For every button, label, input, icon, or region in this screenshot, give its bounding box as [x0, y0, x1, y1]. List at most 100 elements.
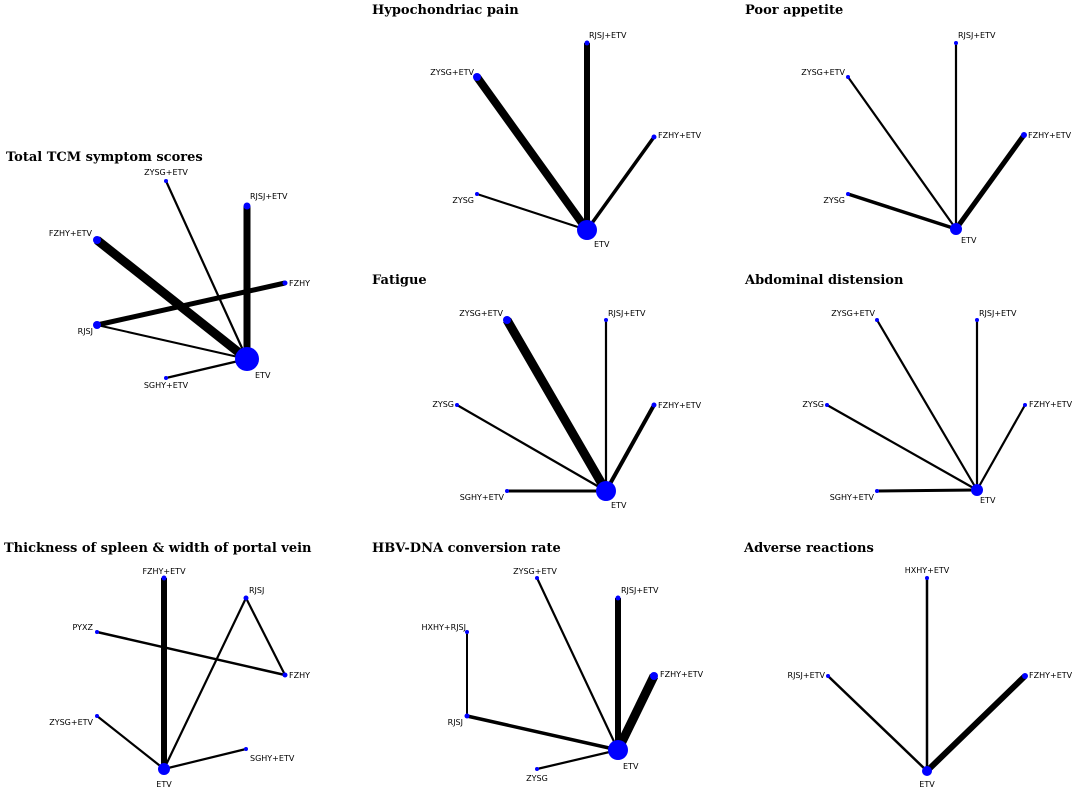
node-label-rjsj-plus-etv: RJSJ+ETV	[958, 31, 996, 40]
node-label-rjsj-plus-etv: RJSJ+ETV	[979, 309, 1017, 318]
node-rjsj	[243, 595, 249, 601]
node-label-rjsj-plus-etv: RJSJ+ETV	[621, 586, 659, 595]
node-label-zysg-plus-etv: ZYSG+ETV	[459, 309, 503, 318]
node-label-rjsj-plus-etv: RJSJ+ETV	[788, 671, 826, 680]
node-zysg	[535, 767, 539, 771]
edge-rjsj-plus-etv-to-etv	[827, 675, 928, 772]
edge-sghy-plus-etv-to-etv	[876, 488, 978, 493]
node-label-etv: ETV	[156, 780, 172, 789]
panel-title: HBV-DNA conversion rate	[372, 541, 561, 556]
node-sghy-plus-etv	[505, 489, 509, 493]
panel-spleen-portal-vein: Thickness of spleen & width of portal ve…	[4, 541, 312, 789]
panel-title: Poor appetite	[745, 3, 843, 18]
node-label-zysg-plus-etv: ZYSG+ETV	[513, 567, 557, 576]
node-zysg-plus-etv	[535, 576, 539, 580]
node-label-zysg: ZYSG	[526, 774, 548, 783]
node-label-fzhy-plus-etv: FZHY+ETV	[660, 670, 704, 679]
node-label-zysg-plus-etv: ZYSG+ETV	[801, 68, 845, 77]
node-sghy-plus-etv	[164, 376, 168, 380]
node-label-zysg-plus-etv: ZYSG+ETV	[49, 718, 93, 727]
edge-zysg-plus-etv-to-etv	[503, 317, 610, 494]
node-hxhy-plus-etv	[925, 576, 929, 580]
node-rjsj	[464, 713, 470, 719]
edge-rjsj-to-fzhy	[96, 280, 286, 328]
node-rjsj-plus-etv	[975, 318, 979, 322]
edge-fzhy-plus-etv-to-etv	[585, 135, 656, 232]
panel-title: Total TCM symptom scores	[6, 150, 203, 165]
node-sghy-plus-etv	[875, 489, 879, 493]
node-label-etv: ETV	[623, 762, 639, 771]
node-zysg-plus-etv	[95, 714, 99, 718]
node-zysg	[455, 403, 459, 407]
node-etv	[577, 220, 597, 240]
edge-zysg-plus-etv-to-etv	[164, 180, 249, 360]
node-fzhy-plus-etv	[651, 402, 657, 408]
node-label-rjsj: RJSJ	[448, 718, 463, 727]
node-etv	[596, 481, 616, 501]
node-fzhy-plus-etv	[1023, 403, 1027, 407]
node-zysg-plus-etv	[875, 318, 879, 322]
edge-fzhy-plus-etv-to-etv	[613, 674, 659, 752]
node-pyxz	[95, 630, 99, 634]
edge-zysg-to-etv	[536, 748, 619, 771]
edge-rjsj-to-etv	[163, 597, 247, 770]
node-etv	[608, 740, 628, 760]
node-label-etv: ETV	[255, 371, 271, 380]
node-label-fzhy: FZHY	[289, 671, 310, 680]
node-label-fzhy: FZHY	[289, 279, 310, 288]
edge-fzhy-plus-etv-to-etv	[94, 236, 250, 363]
node-label-rjsj-plus-etv: RJSJ+ETV	[608, 309, 646, 318]
node-fzhy-plus-etv	[1021, 132, 1027, 138]
node-label-hxhy-plus-rjsj: HXHY+RJSJ	[422, 623, 466, 632]
node-label-fzhy-plus-etv: FZHY+ETV	[1028, 131, 1072, 140]
panel-title: Abdominal distension	[744, 273, 904, 288]
edge-zysg-to-etv	[847, 192, 957, 231]
node-fzhy-plus-etv	[1022, 673, 1028, 679]
node-rjsj-plus-etv	[826, 674, 830, 678]
node-zysg-plus-etv	[473, 73, 481, 81]
node-label-sghy-plus-etv: SGHY+ETV	[250, 754, 295, 763]
node-fzhy-plus-etv	[650, 672, 658, 680]
node-label-fzhy-plus-etv: FZHY+ETV	[1029, 671, 1072, 680]
edge-fzhy-plus-etv-to-etv	[604, 404, 656, 492]
node-label-zysg-plus-etv: ZYSG+ETV	[831, 309, 875, 318]
node-label-fzhy-plus-etv: FZHY+ETV	[658, 401, 702, 410]
node-label-hxhy-plus-etv: HXHY+ETV	[905, 566, 950, 575]
node-label-etv: ETV	[961, 236, 977, 245]
node-rjsj	[93, 321, 101, 329]
node-label-zysg: ZYSG	[802, 400, 824, 409]
node-zysg	[475, 192, 479, 196]
edge-zysg-plus-etv-to-etv	[473, 74, 591, 233]
node-rjsj-plus-etv	[954, 41, 958, 45]
node-sghy-plus-etv	[244, 747, 248, 751]
node-label-zysg: ZYSG	[823, 196, 845, 205]
node-rjsj-plus-etv	[604, 318, 608, 322]
node-label-rjsj: RJSJ	[249, 586, 264, 595]
edge-fzhy-plus-etv-to-etv	[924, 673, 1028, 774]
node-label-zysg-plus-etv: ZYSG+ETV	[144, 168, 188, 177]
panel-title: Hypochondriac pain	[372, 3, 519, 18]
edge-zysg-to-etv	[826, 404, 978, 491]
node-label-fzhy-plus-etv: FZHY+ETV	[658, 131, 702, 140]
edge-zysg-plus-etv-to-etv	[847, 76, 957, 230]
node-etv	[158, 763, 170, 775]
node-label-fzhy-plus-etv: FZHY+ETV	[1029, 400, 1072, 409]
node-rjsj-plus-etv	[243, 202, 251, 210]
edge-fzhy-plus-etv-to-etv	[976, 404, 1026, 491]
node-etv	[922, 766, 932, 776]
edge-fzhy-plus-etv-to-etv	[953, 133, 1027, 231]
node-etv	[971, 484, 983, 496]
node-label-rjsj-plus-etv: RJSJ+ETV	[250, 192, 288, 201]
node-etv	[950, 223, 962, 235]
edge-rjsj-to-etv	[466, 714, 619, 752]
edge-zysg-plus-etv-to-etv	[536, 577, 619, 751]
edge-sghy-plus-etv-to-etv	[163, 747, 247, 771]
node-label-etv: ETV	[594, 240, 610, 249]
node-label-sghy-plus-etv: SGHY+ETV	[830, 493, 875, 502]
node-fzhy-plus-etv	[161, 575, 167, 581]
node-label-zysg-plus-etv: ZYSG+ETV	[430, 68, 474, 77]
